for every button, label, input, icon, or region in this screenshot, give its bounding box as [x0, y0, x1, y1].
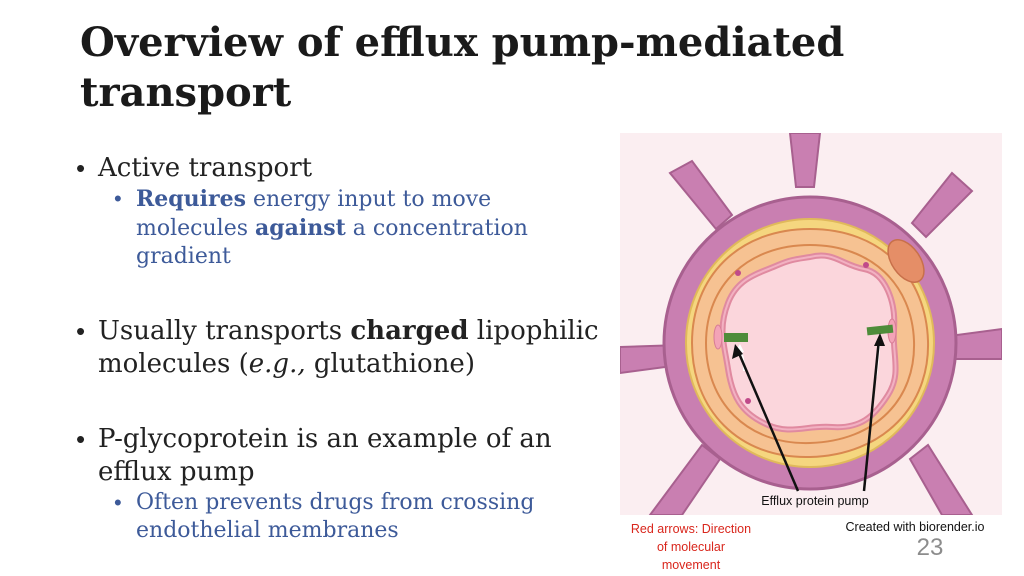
efflux-pump-right [866, 324, 894, 336]
red-arrows-line-3: movement [661, 558, 721, 572]
blood-vessel-diagram [620, 133, 1002, 515]
prevents-line-1: Often prevents drugs from crossing [136, 490, 535, 515]
gradient-text: gradient [136, 244, 231, 269]
pointer-arrows [736, 338, 881, 492]
efflux-pump-label: Efflux protein pump [761, 494, 869, 508]
pointer-arrow-right [862, 338, 881, 492]
charged-pre: Usually transports [98, 316, 351, 346]
charged-post: lipophilic [468, 316, 599, 346]
tight-junctions [735, 262, 869, 404]
title-line-2: transport [80, 69, 292, 116]
molecules-text: molecules [136, 216, 255, 241]
pgp-line-2: efflux pump [98, 457, 255, 487]
title-line-1: Overview of efflux pump-mediated [80, 19, 845, 66]
bullet-active-transport: Active transport [70, 152, 610, 185]
efflux-pump-left [724, 333, 748, 342]
sub-bullet-prevents-drugs: Often prevents drugs from crossing endot… [70, 489, 610, 545]
red-arrows-line-1: Red arrows: Direction [630, 522, 752, 536]
page-number: 23 [916, 534, 944, 561]
keyword-against: against [255, 215, 346, 241]
endothelial-inner-membrane [704, 243, 916, 445]
endothelial-nucleus [887, 239, 925, 283]
left-vesicle [713, 324, 723, 350]
requires-text: energy input to move [246, 187, 492, 212]
pgp-line-1: P-glycoprotein is an example of an [98, 424, 552, 454]
prevents-line-2: endothelial membranes [136, 518, 399, 543]
biorender-credit: Created with biorender.io [845, 520, 985, 534]
sub-bullet-requires-energy: Requires energy input to move molecules … [70, 185, 610, 271]
red-arrows-caption: Red arrows: Direction of molecular movem… [616, 520, 766, 574]
keyword-requires: Requires [136, 186, 246, 212]
concentration-text: a concentration [345, 216, 528, 241]
bullet-p-glycoprotein: P-glycoprotein is an example of an efflu… [70, 423, 610, 489]
bullet-charged-molecules: Usually transports charged lipophilic mo… [70, 315, 610, 381]
bullet-list: Active transport Requires energy input t… [70, 152, 610, 545]
keyword-charged: charged [350, 316, 469, 346]
eg-italic: e.g., [248, 349, 306, 379]
pointer-arrowheads [732, 333, 885, 359]
slide-title: Overview of efflux pump-mediated transpo… [80, 18, 880, 118]
red-arrows-line-2: of molecular [656, 540, 726, 554]
pointer-arrow-left [736, 350, 800, 492]
glutathione-text: glutathione) [305, 349, 475, 379]
molecules-pre: molecules ( [98, 349, 249, 379]
lumen-edge [721, 254, 897, 431]
